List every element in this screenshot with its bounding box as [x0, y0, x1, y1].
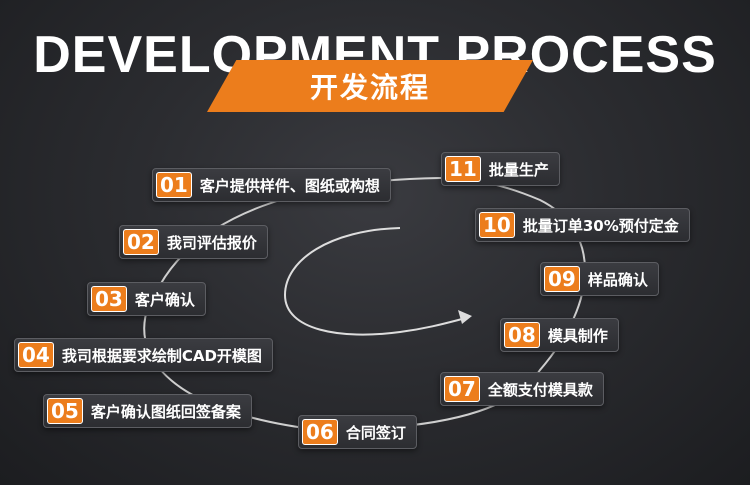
- step-04: 04 我司根据要求绘制CAD开模图: [14, 338, 273, 372]
- step-label: 合同签订: [345, 423, 406, 442]
- step-label: 模具制作: [547, 326, 608, 345]
- title-chinese: 开发流程: [309, 71, 430, 104]
- inner-spiral-arrow: [283, 227, 467, 336]
- step-05: 05 客户确认图纸回签备案: [43, 394, 252, 428]
- step-label: 全额支付模具款: [487, 380, 593, 399]
- step-09: 09 样品确认: [540, 262, 659, 296]
- step-10: 10 批量订单30%预付定金: [475, 208, 690, 242]
- step-02: 02 我司评估报价: [119, 225, 268, 259]
- step-03: 03 客户确认: [87, 282, 206, 316]
- step-label: 批量订单30%预付定金: [522, 216, 679, 235]
- step-01: 01 客户提供样件、图纸或构想: [152, 168, 391, 202]
- step-11: 11 批量生产: [441, 152, 560, 186]
- step-number: 10: [479, 212, 515, 238]
- step-label: 我司根据要求绘制CAD开模图: [61, 346, 262, 365]
- step-label: 客户确认图纸回签备案: [90, 402, 241, 421]
- arrowhead: [458, 310, 472, 324]
- step-label: 批量生产: [488, 160, 549, 179]
- step-number: 02: [123, 229, 159, 255]
- step-number: 07: [444, 376, 480, 402]
- step-label: 客户提供样件、图纸或构想: [199, 176, 380, 195]
- step-label: 样品确认: [587, 270, 648, 289]
- outer-track-right: [319, 177, 586, 431]
- step-label: 客户确认: [134, 290, 195, 309]
- step-number: 04: [18, 342, 54, 368]
- step-number: 03: [91, 286, 127, 312]
- step-number: 09: [544, 266, 580, 292]
- step-08: 08 模具制作: [500, 318, 619, 352]
- step-label: 我司评估报价: [166, 233, 257, 252]
- step-07: 07 全额支付模具款: [440, 372, 604, 406]
- step-06: 06 合同签订: [298, 415, 417, 449]
- step-number: 11: [445, 156, 481, 182]
- step-number: 01: [156, 172, 192, 198]
- step-number: 08: [504, 322, 540, 348]
- step-number: 06: [302, 419, 338, 445]
- title-banner: 开发流程: [207, 60, 533, 112]
- step-number: 05: [47, 398, 83, 424]
